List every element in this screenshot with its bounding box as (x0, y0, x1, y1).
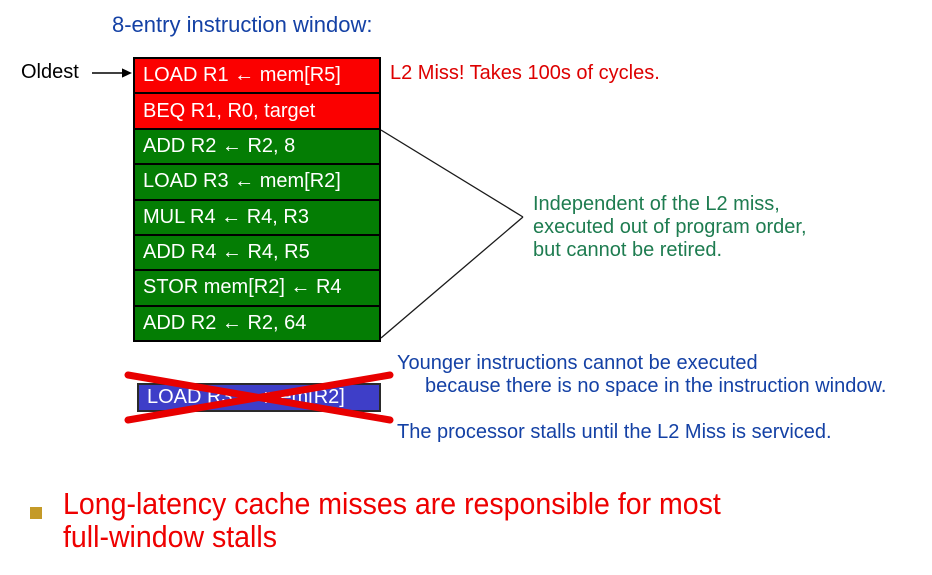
instruction-row: LOAD R3 ← mem[R2] (135, 165, 379, 199)
l2-miss-note: L2 Miss! Takes 100s of cycles. (390, 62, 660, 84)
oldest-label: Oldest (21, 61, 79, 83)
bullet-line2: full-window stalls (63, 519, 277, 554)
independent-note-line3: but cannot be retired. (533, 239, 723, 261)
bracket-lines-icon (380, 129, 524, 339)
slide-title: 8-entry instruction window: (112, 12, 373, 37)
independent-note-line2: executed out of program order, (533, 216, 807, 238)
younger-note-line2: because there is no space in the instruc… (425, 375, 887, 397)
bullet-line1: Long-latency cache misses are responsibl… (63, 486, 721, 521)
bullet-point: Long-latency cache misses are responsibl… (63, 487, 721, 553)
instruction-row: STOR mem[R2] ← R4 (135, 271, 379, 305)
instruction-row: BEQ R1, R0, target (135, 94, 379, 128)
instruction-row: LOAD R1 ← mem[R5] (135, 59, 379, 93)
blocked-instruction-box: LOAD R3 ← mem[R2] (137, 383, 381, 412)
instruction-row: ADD R2 ← R2, 8 (135, 129, 379, 164)
independent-note-line1: Independent of the L2 miss, (533, 193, 780, 215)
instruction-row: ADD R4 ← R4, R5 (135, 235, 379, 270)
independent-note: Independent of the L2 miss, executed out… (533, 193, 807, 262)
oldest-arrow-icon (92, 68, 132, 78)
instruction-row: MUL R4 ← R4, R3 (135, 200, 379, 234)
stall-note: The processor stalls until the L2 Miss i… (397, 421, 832, 443)
bullet-square-icon (30, 507, 42, 519)
instruction-window: LOAD R1 ← mem[R5] BEQ R1, R0, target ADD… (133, 57, 381, 342)
younger-note-line1: Younger instructions cannot be executed (397, 352, 758, 374)
instruction-row: ADD R2 ← R2, 64 (135, 306, 379, 340)
